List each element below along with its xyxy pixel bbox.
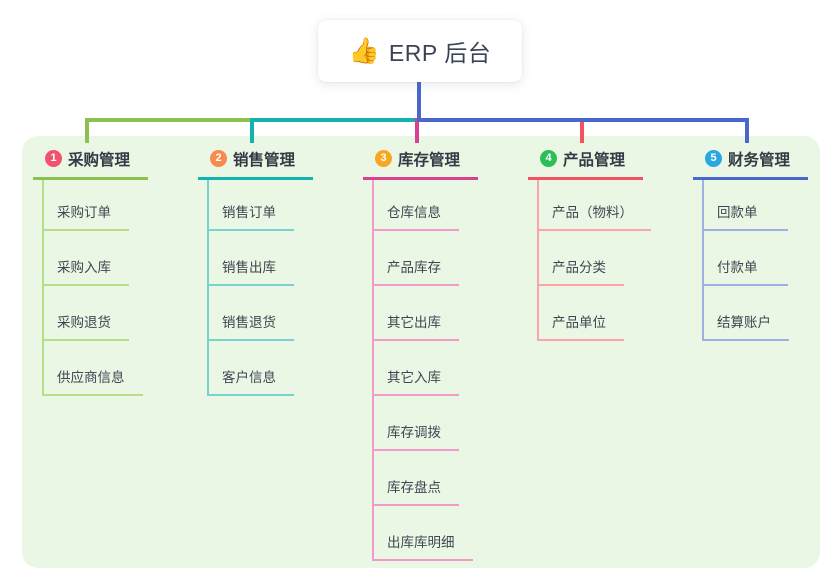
subtopic[interactable]: 采购订单 xyxy=(44,180,129,231)
subtopic[interactable]: 库存盘点 xyxy=(374,451,459,506)
subtopic[interactable]: 产品分类 xyxy=(539,231,624,286)
subtopic[interactable]: 产品单位 xyxy=(539,286,624,341)
branch-5: 5 财务管理回款单付款单结算账户 xyxy=(693,146,809,341)
subtopic[interactable]: 结算账户 xyxy=(704,286,789,341)
root-topic[interactable]: 👍 ERP 后台 xyxy=(318,20,522,82)
numbered-badge: 5 xyxy=(705,150,722,167)
branch-children: 销售订单销售出库销售退货客户信息 xyxy=(207,180,313,396)
subtopic[interactable]: 采购入库 xyxy=(44,231,129,286)
branch-topic[interactable]: 2 销售管理 xyxy=(198,146,314,180)
branches-panel xyxy=(22,136,820,568)
branch-topic-label: 财务管理 xyxy=(728,151,791,169)
subtopic[interactable]: 销售订单 xyxy=(209,180,294,231)
subtopic[interactable]: 采购退货 xyxy=(44,286,129,341)
branch-topic-label: 采购管理 xyxy=(68,151,131,169)
numbered-badge: 1 xyxy=(45,150,62,167)
branch-topic[interactable]: 3 库存管理 xyxy=(363,146,479,180)
numbered-badge: 3 xyxy=(375,150,392,167)
subtopic[interactable]: 客户信息 xyxy=(209,341,294,396)
subtopic[interactable]: 销售出库 xyxy=(209,231,294,286)
subtopic[interactable]: 付款单 xyxy=(704,231,788,286)
subtopic[interactable]: 回款单 xyxy=(704,180,788,231)
branch-topic-label: 产品管理 xyxy=(563,151,626,169)
branch-children: 产品（物料）产品分类产品单位 xyxy=(537,180,651,341)
branch-topic-label: 销售管理 xyxy=(233,151,296,169)
branch-topic[interactable]: 5 财务管理 xyxy=(693,146,809,180)
branch-3: 3 库存管理仓库信息产品库存其它出库其它入库库存调拨库存盘点出库库明细 xyxy=(363,146,479,561)
root-topic-label: ERP 后台 xyxy=(388,40,492,66)
thumbs-up-icon: 👍 xyxy=(348,36,380,65)
branch-topic[interactable]: 4 产品管理 xyxy=(528,146,644,180)
branch-children: 采购订单采购入库采购退货供应商信息 xyxy=(42,180,148,396)
branch-children: 仓库信息产品库存其它出库其它入库库存调拨库存盘点出库库明细 xyxy=(372,180,478,561)
subtopic[interactable]: 其它出库 xyxy=(374,286,459,341)
branch-topic-label: 库存管理 xyxy=(398,151,461,169)
numbered-badge: 4 xyxy=(540,150,557,167)
subtopic[interactable]: 库存调拨 xyxy=(374,396,459,451)
branch-1: 1 采购管理采购订单采购入库采购退货供应商信息 xyxy=(33,146,149,396)
branch-children: 回款单付款单结算账户 xyxy=(702,180,808,341)
branch-topic[interactable]: 1 采购管理 xyxy=(33,146,149,180)
subtopic[interactable]: 其它入库 xyxy=(374,341,459,396)
subtopic[interactable]: 出库库明细 xyxy=(374,506,473,561)
subtopic[interactable]: 仓库信息 xyxy=(374,180,459,231)
subtopic[interactable]: 销售退货 xyxy=(209,286,294,341)
branch-2: 2 销售管理销售订单销售出库销售退货客户信息 xyxy=(198,146,314,396)
subtopic[interactable]: 供应商信息 xyxy=(44,341,143,396)
branch-4: 4 产品管理产品（物料）产品分类产品单位 xyxy=(528,146,651,341)
numbered-badge: 2 xyxy=(210,150,227,167)
subtopic[interactable]: 产品库存 xyxy=(374,231,459,286)
subtopic[interactable]: 产品（物料） xyxy=(539,180,651,231)
